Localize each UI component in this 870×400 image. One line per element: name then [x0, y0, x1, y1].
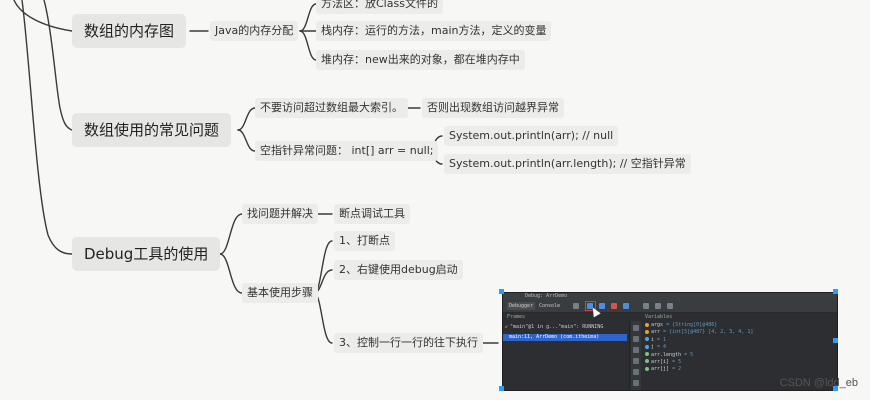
resize-handle-tl[interactable] — [499, 289, 504, 294]
node-out-of-bounds[interactable]: 不要访问超过数组最大索引。 — [255, 98, 408, 118]
node-heap-memory[interactable]: 堆内存：new出来的对象，都在堆内存中 — [316, 50, 525, 70]
step-out-icon[interactable] — [623, 303, 629, 309]
debugger-screenshot[interactable]: Debug: ArrDemo Debugger Console Frames V… — [502, 292, 838, 391]
variables-header: Variables — [645, 314, 673, 320]
force-step-into-icon[interactable] — [611, 303, 617, 309]
layout-icon[interactable] — [573, 303, 579, 309]
node-out-of-bounds-result[interactable]: 否则出现数组访问越界异常 — [422, 98, 564, 118]
topic-label: 数组使用的常见问题 — [84, 121, 220, 139]
debugger-toolbar: Debugger Console — [503, 300, 837, 313]
topic-label: Debug工具的使用 — [84, 245, 209, 263]
variable-row[interactable]: j = 4 — [645, 344, 835, 351]
glasses-icon[interactable] — [633, 380, 639, 386]
resize-handle-br[interactable] — [833, 386, 838, 391]
topic-label: 数组的内存图 — [84, 22, 175, 40]
move-up-icon[interactable] — [633, 347, 639, 353]
node-stack-memory[interactable]: 栈内存：运行的方法，main方法，定义的变量 — [316, 21, 552, 41]
node-null-pointer[interactable]: 空指针异常问题： int[] arr = null; — [255, 141, 439, 161]
variable-row[interactable]: i = 1 — [645, 337, 835, 344]
variable-row[interactable]: arr[i] = 5 — [645, 359, 835, 366]
node-step-1[interactable]: 1、打断点 — [334, 231, 395, 251]
evaluate-icon[interactable] — [655, 303, 661, 309]
move-down-icon[interactable] — [633, 358, 639, 364]
resize-handle-bl[interactable] — [499, 386, 504, 391]
node-breakpoint-tool[interactable]: 断点调试工具 — [334, 204, 410, 224]
check-icon: ✔ — [505, 324, 509, 330]
run-to-cursor-icon[interactable] — [643, 303, 649, 309]
variable-row[interactable]: arr = {int[5]@487} [4, 2, 3, 4, 1] — [645, 329, 835, 336]
step-over-icon[interactable] — [587, 303, 593, 309]
node-find-problem[interactable]: 找问题并解决 — [242, 204, 318, 224]
thread-selector[interactable]: ✔"main"@1 in g..."main": RUNNING — [505, 324, 604, 330]
copy-icon[interactable] — [633, 369, 639, 375]
add-watch-icon[interactable] — [633, 325, 639, 331]
node-basic-steps[interactable]: 基本使用步骤 — [242, 283, 318, 303]
tab-console[interactable]: Console — [539, 303, 561, 309]
remove-watch-icon[interactable] — [633, 336, 639, 342]
variables-list: args = {String[0]@486} arr = {int[5]@487… — [645, 322, 835, 374]
resize-handle-mr[interactable] — [833, 338, 838, 343]
selected-frame[interactable]: main:11, ArrDemo (com.itheima) — [503, 334, 627, 341]
step-over-highlight — [585, 301, 596, 311]
debugger-titlebar: Debug: ArrDemo — [503, 293, 837, 300]
settings-icon[interactable] — [667, 303, 673, 309]
node-method-area[interactable]: 方法区：放Class文件的 — [316, 0, 443, 14]
node-step-3[interactable]: 3、控制一行一行的往下执行 — [334, 333, 483, 353]
node-step-2[interactable]: 2、右键使用debug启动 — [334, 260, 463, 280]
topic-array-issues[interactable]: 数组使用的常见问题 — [72, 113, 232, 147]
variable-row[interactable]: arr.length = 5 — [645, 352, 835, 359]
watermark: CSDN @ldd_eb — [779, 377, 858, 389]
step-into-icon[interactable] — [599, 303, 605, 309]
frames-header: Frames — [507, 314, 526, 320]
frames-panel: ✔"main"@1 in g..."main": RUNNING main:11… — [503, 321, 629, 390]
panel-divider — [629, 321, 630, 390]
variables-toolbar — [631, 321, 641, 390]
node-java-memory[interactable]: Java的内存分配 — [210, 21, 299, 41]
variable-row[interactable]: arr[j] = 2 — [645, 366, 835, 373]
node-print-arr[interactable]: System.out.println(arr); // null — [444, 126, 619, 146]
resize-handle-tr[interactable] — [833, 289, 838, 294]
topic-debug-tool[interactable]: Debug工具的使用 — [72, 237, 221, 271]
variable-row[interactable]: args = {String[0]@486} — [645, 322, 835, 329]
node-print-length[interactable]: System.out.println(arr.length); // 空指针异常 — [444, 154, 691, 174]
tab-debugger[interactable]: Debugger — [507, 302, 536, 310]
topic-array-memory[interactable]: 数组的内存图 — [72, 14, 187, 48]
